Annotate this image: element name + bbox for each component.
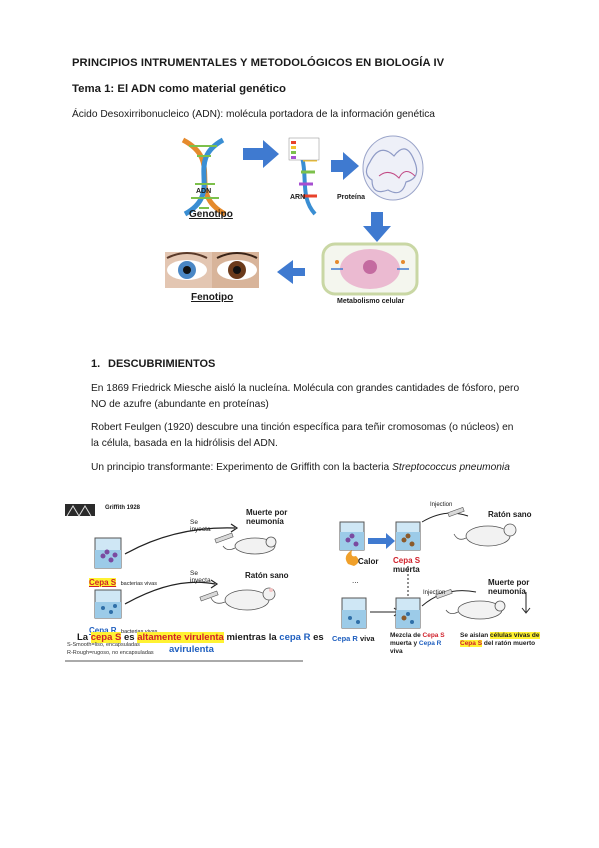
label-arn: ARN — [290, 194, 306, 201]
label-injection-1: Injection — [430, 502, 453, 508]
species-name: Streptococcus pneumonia — [392, 462, 510, 473]
label-genotipo: Genotipo — [189, 209, 233, 220]
course-title: PRINCIPIOS INTRUMENTALES Y METODOLÓGICOS… — [72, 57, 445, 69]
syringe-icon — [435, 588, 453, 600]
label-aislan: Se aislan células vivas de Cepa S del ra… — [460, 632, 540, 647]
beaker-icon — [395, 521, 421, 551]
mouse-icon — [222, 536, 277, 555]
section-title: DESCUBRIMIENTOS — [108, 358, 216, 370]
mouse-icon — [445, 600, 506, 620]
paragraph-griffith: Un principio transformante: Experimento … — [91, 462, 510, 473]
eyes-icon — [165, 252, 259, 288]
label-cepa-s: Cepa S bacterias vivas — [89, 578, 157, 587]
arrow-icon — [368, 533, 395, 549]
griffith-left-panel: Griffith 1928 Se inyecta Muerte por neum… — [65, 504, 324, 662]
beaker-icon — [94, 537, 122, 569]
griffith-right-panel: Injection Ratón sano Calor Cepa S muerta… — [330, 502, 555, 662]
note-smooth: S-Smooth=liso, encapsuladas — [67, 642, 140, 648]
paragraph-miesche: En 1869 Friedrick Miesche aisló la nucle… — [91, 383, 520, 410]
protein-icon — [362, 135, 424, 201]
rna-strand-icon — [288, 137, 320, 216]
dna-helix-icon — [181, 137, 227, 217]
intro-text: Ácido Desoxirribonucleico (ADN): molécul… — [72, 109, 435, 120]
label-dots: ... — [352, 576, 359, 585]
mouse-icon — [210, 587, 276, 611]
griffith-left-diagram — [65, 504, 303, 662]
paragraph-feulgen: Robert Feulgen (1920) descubre una tinci… — [91, 422, 514, 449]
flame-icon — [345, 550, 359, 566]
label-raton-sano: Ratón sano — [245, 571, 289, 580]
genotype-phenotype-diagram — [165, 135, 424, 296]
mouse-icon — [453, 523, 517, 547]
label-fenotipo: Fenotipo — [191, 292, 234, 303]
arrow-icon — [331, 152, 359, 180]
label-muerte-neumonia: Muerte por neumonía — [246, 508, 288, 526]
topic-title: Tema 1: El ADN como material genético — [72, 83, 286, 95]
label-mezcla: Mezcla de Cepa S muerta y Cepa R viva — [390, 632, 445, 655]
beaker-icon — [341, 597, 367, 629]
label-cepa-s-muerta: Cepa S muerta — [393, 556, 421, 574]
label-metabolismo: Metabolismo celular — [337, 298, 405, 305]
genotype-phenotype-figure: ADN Genotipo ARN Proteína Metabolismo ce… — [165, 132, 435, 312]
beaker-icon — [339, 521, 365, 551]
griffith-header: Griffith 1928 — [105, 505, 141, 511]
label-se-inyecta-2: Se inyecta — [190, 570, 211, 584]
label-injection-2: Injection — [423, 590, 446, 596]
arrow-icon — [363, 212, 391, 242]
label-calor: Calor — [358, 557, 379, 566]
arrow-icon — [277, 260, 305, 284]
note-rough: R-Rough=rugoso, no encapsuladas — [67, 650, 154, 656]
syringe-icon — [447, 506, 465, 518]
griffith-right-diagram — [339, 506, 531, 629]
label-adn: ADN — [196, 188, 212, 195]
label-cepa-r-viva: Cepa R viva — [332, 634, 375, 643]
section-number: 1. — [91, 358, 101, 370]
beaker-icon — [94, 589, 122, 619]
syringe-icon — [199, 532, 234, 602]
label-raton-sano-r: Ratón sano — [488, 510, 532, 519]
label-muerte-neumonia-r: Muerte por neumonía — [488, 578, 530, 596]
cell-icon — [321, 242, 419, 296]
beaker-icon — [395, 597, 421, 629]
caption-avirulenta: avirulenta — [169, 644, 214, 655]
arrow-icon — [243, 140, 279, 168]
label-se-inyecta-1: Se inyecta — [190, 519, 211, 533]
griffith-left-caption: La cepa S es altamente virulenta mientra… — [77, 632, 324, 643]
label-proteina: Proteína — [337, 194, 366, 201]
